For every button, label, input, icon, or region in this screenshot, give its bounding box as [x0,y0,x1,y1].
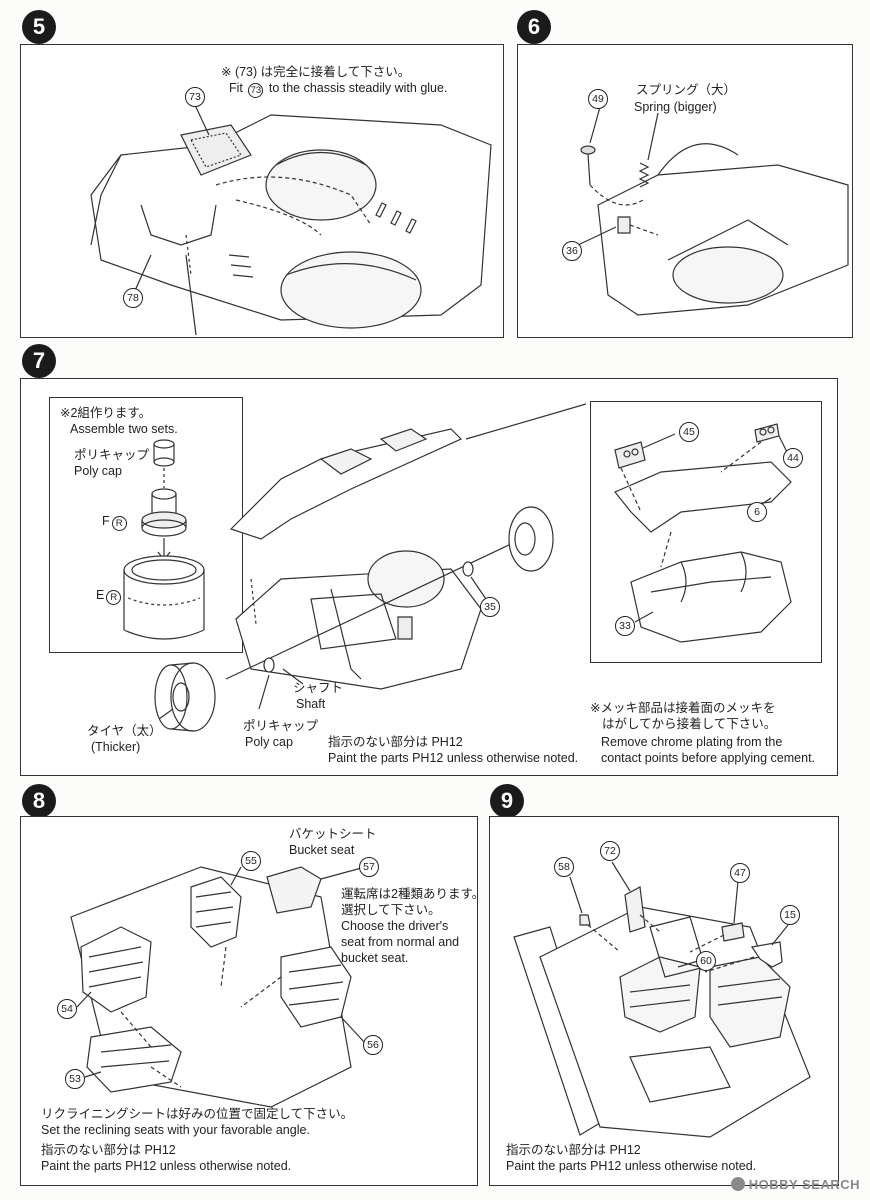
step-7-number: 7 [32,348,46,373]
tire-label-jp: タイヤ（太） [87,724,162,738]
seat-choice-en2: seat from normal and [341,935,460,949]
part-57-callout: 57 [359,857,379,877]
step-5-chassis-drawing [21,45,505,339]
step-8-panel: バケットシート Bucket seat 運転席は2種類あります。 選択して下さい… [20,816,484,1187]
tire-label-en: (Thicker) [91,740,141,754]
part-58-callout: 58 [554,857,574,877]
bucket-seat-label-en: Bucket seat [289,843,355,857]
step-5-panel: ※ (73) は完全に接着して下さい。 Fit 73 to the chassi… [20,44,504,338]
seat-choice-jp1: 運転席は2種類あります。 [341,887,485,901]
part-60-callout: 60 [696,951,716,971]
seat-choice-en3: bucket seat. [341,951,409,965]
step-9-panel: 58 72 47 15 60 指示のない部分は PH12 Paint the p… [489,816,839,1186]
shaft-label-jp: シャフト [293,681,344,695]
recline-note-en: Set the reclining seats with your favora… [41,1123,310,1137]
part-45-callout: 45 [679,422,699,442]
part-33-callout: 33 [615,616,635,636]
inset-note-jp: ※2組作ります。 [60,406,152,420]
f-runner-mark: R [111,516,127,531]
e-label-text: E [96,588,105,602]
step-5-note-en: Fit 73 to the chassis steadily with glue… [229,81,447,98]
step-8-paint-jp: 指示のない部分は PH12 [41,1143,176,1157]
part-36-callout: 36 [562,241,582,261]
step-5-note-en-part: 73 [248,83,264,98]
rear-seat-drawing [591,402,823,664]
step-8-badge: 8 [22,784,56,818]
step-9-interior-drawing [490,817,840,1187]
step-7-paint-jp: 指示のない部分は PH12 [328,735,463,749]
step-9-badge: 9 [490,784,524,818]
step-5-note-en-prefix: Fit [229,81,243,95]
step-6-panel: スプリング（大） Spring (bigger) [517,44,853,338]
step-6-interior-drawing [518,45,854,339]
step-6-badge: 6 [517,10,551,44]
step-7-badge: 7 [22,344,56,378]
step-5-number: 5 [32,14,46,39]
part-53-callout: 53 [65,1069,85,1089]
part-56-callout: 56 [363,1035,383,1055]
polycap2-label-en: Poly cap [245,735,293,749]
polycap-inset-box: ※2組作ります。 Assemble two sets. ポリキャップ Poly … [49,397,243,653]
polycap-label-en: Poly cap [74,464,122,478]
chrome-note-en2: contact points before applying cement. [601,751,816,765]
step-6-number: 6 [527,14,541,39]
part-35-callout: 35 [480,597,500,617]
step-7-panel: ※2組作ります。 Assemble two sets. ポリキャップ Poly … [20,378,838,776]
step-7-chassis-drawing [21,379,839,777]
part-15-callout: 15 [780,905,800,925]
part-78-callout: 78 [123,288,143,308]
seat-choice-jp2: 選択して下さい。 [341,903,441,917]
part-73-callout: 73 [185,87,205,107]
rear-seat-inset-box: 45 44 6 33 [590,401,822,663]
polycap2-label-jp: ポリキャップ [243,719,319,733]
part-49-callout: 49 [588,89,608,109]
step-9-number: 9 [500,788,514,813]
step-5-note-jp: ※ (73) は完全に接着して下さい。 [221,65,411,79]
part-54-callout: 54 [57,999,77,1019]
step-7-paint-en: Paint the parts PH12 unless otherwise no… [328,751,579,765]
chrome-note-jp1: ※メッキ部品は接着面のメッキを [590,701,776,715]
step-9-paint-en: Paint the parts PH12 unless otherwise no… [506,1159,757,1173]
part-47-callout: 47 [730,863,750,883]
part-72-callout: 72 [600,841,620,861]
f-label-text: F [102,514,110,528]
chrome-note-en1: Remove chrome plating from the [601,735,783,749]
step-9-paint-jp: 指示のない部分は PH12 [506,1143,641,1157]
hobbysearch-watermark: HOBBY SEARCH [730,1177,860,1192]
polycap-assembly-drawing [50,398,244,654]
part-6-callout: 6 [747,502,767,522]
inset-note-en: Assemble two sets. [70,422,178,436]
e-runner-mark: R [106,590,122,605]
hobbysearch-logo-icon [730,1177,745,1191]
part-44-callout: 44 [783,448,803,468]
bucket-seat-label-jp: バケットシート [289,827,377,841]
spring-label-jp: スプリング（大） [636,83,737,97]
shaft-label-en: Shaft [296,697,326,711]
part-55-callout: 55 [241,851,261,871]
step-8-number: 8 [32,788,46,813]
step-5-note-en-suffix: to the chassis steadily with glue. [268,81,448,95]
recline-note-jp: リクライニングシートは好みの位置で固定して下さい。 [41,1107,354,1121]
step-8-paint-en: Paint the parts PH12 unless otherwise no… [41,1159,292,1173]
step-8-seats-drawing [21,817,479,1187]
chrome-note-jp2: はがしてから接着して下さい。 [602,717,777,731]
step-5-badge: 5 [22,10,56,44]
spring-label-en: Spring (bigger) [634,100,717,114]
polycap-label-jp: ポリキャップ [74,448,150,462]
watermark-text: HOBBY SEARCH [748,1177,860,1192]
seat-choice-en1: Choose the driver's [341,919,449,933]
